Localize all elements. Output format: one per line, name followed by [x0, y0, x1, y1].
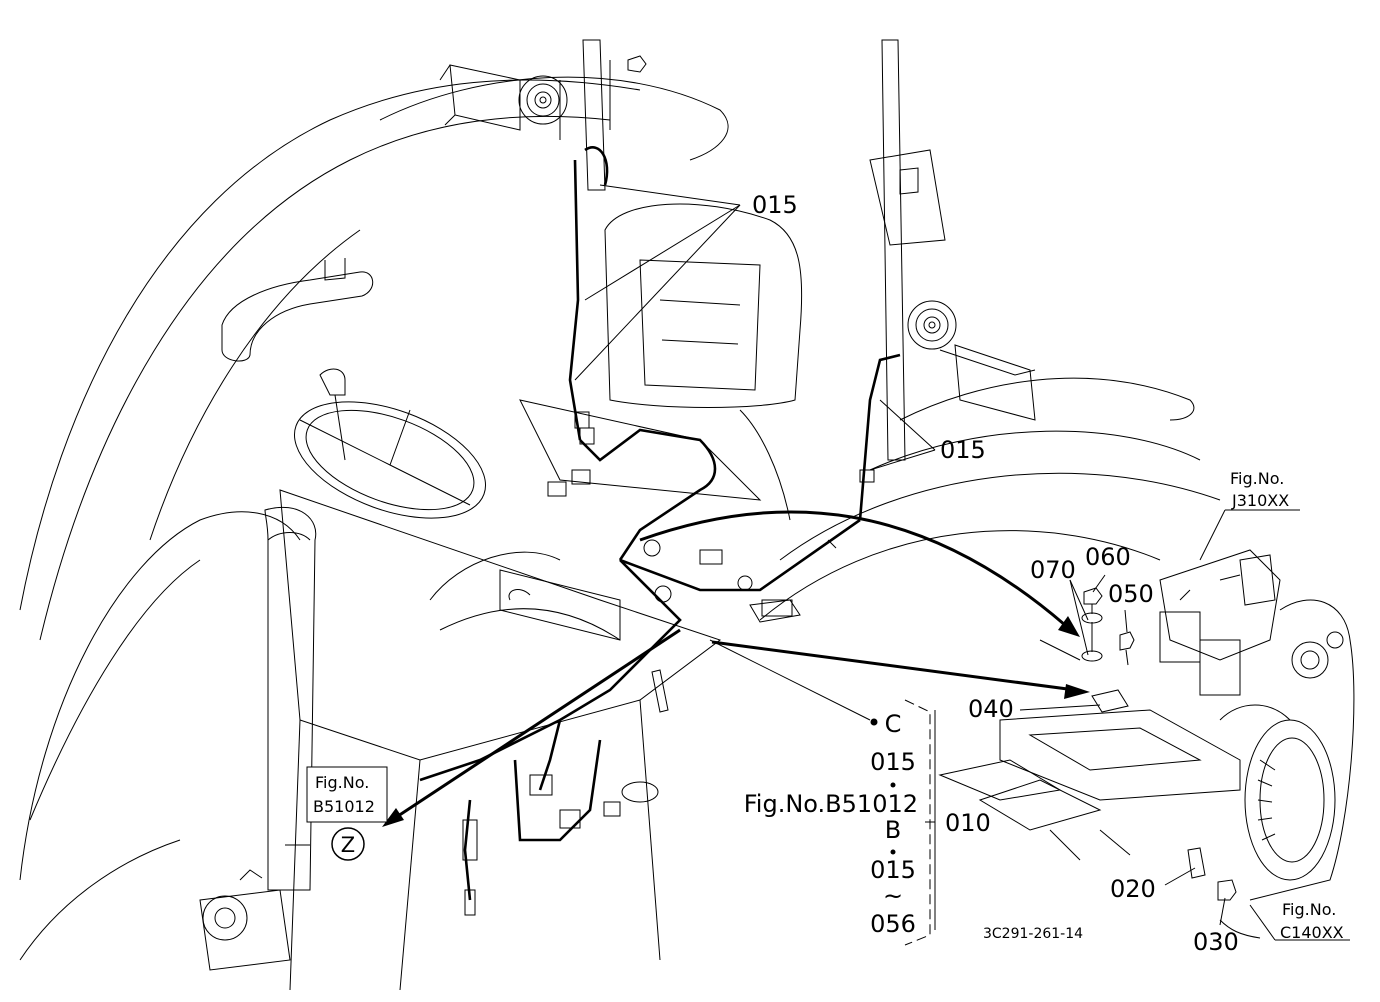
- reference-arrows: [382, 510, 1090, 827]
- key-bracket: [904, 699, 931, 946]
- key-dot-2: [890, 849, 896, 855]
- drawing-code: 3C291-261-14: [983, 926, 1083, 942]
- part-callout-030: 030: [1193, 928, 1239, 956]
- key-c-015: 015: [870, 748, 916, 776]
- part-callout-040: 040: [968, 695, 1014, 723]
- part-callout-020: 020: [1110, 875, 1156, 903]
- tractor-outline: [19, 39, 1355, 991]
- z-marker-letter: Z: [341, 833, 355, 857]
- leader-lines: [574, 184, 1350, 941]
- part-callout-010: 010: [945, 809, 991, 837]
- part-callout-070: 070: [1030, 556, 1076, 584]
- wiring-harness: [419, 146, 901, 916]
- key-c: C: [885, 710, 902, 738]
- key-fig-ref: Fig.No.B51012: [744, 790, 918, 818]
- fig-ref-c140-number: C140XX: [1280, 923, 1344, 942]
- part-callout-015-right: 015: [940, 436, 986, 464]
- fig-ref-j310-label: Fig.No.: [1230, 469, 1284, 488]
- part-callout-050: 050: [1108, 580, 1154, 608]
- key-tilde: ~: [883, 882, 903, 910]
- key-b-056: 056: [870, 910, 916, 938]
- fig-ref-c140-label: Fig.No.: [1282, 900, 1336, 919]
- key-dot-1: [890, 782, 896, 788]
- fig-ref-j310-number: J310XX: [1231, 491, 1289, 510]
- fig-ref-b51012-label: Fig.No.: [315, 773, 369, 792]
- part-callout-015-top: 015: [752, 191, 798, 219]
- fig-ref-b51012-number: B51012: [313, 797, 375, 816]
- part-callout-060: 060: [1085, 543, 1131, 571]
- key-b-015: 015: [870, 856, 916, 884]
- key-b: B: [885, 816, 901, 844]
- z-marker-circle: [331, 827, 365, 861]
- fig-ref-b51012-box: [306, 766, 388, 823]
